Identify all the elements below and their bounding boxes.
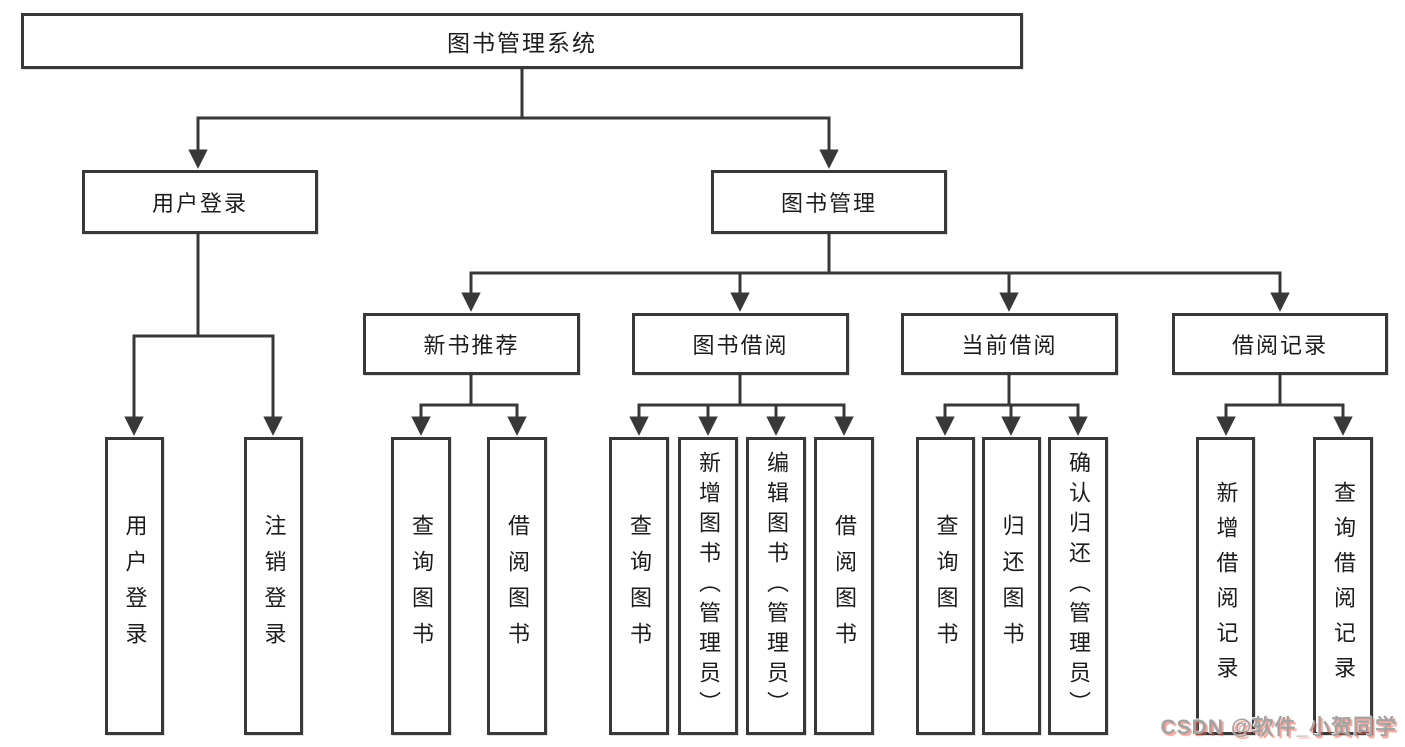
leaf-borrow-query-books-label: 查询图书	[627, 514, 652, 658]
node-current-borrowing-label: 当前借阅	[961, 333, 1058, 358]
node-user-login: 用户登录	[82, 170, 318, 234]
node-borrowing-records: 借阅记录	[1172, 313, 1388, 375]
leaf-records-query-record-label: 查询借阅记录	[1331, 481, 1356, 691]
node-book-management: 图书管理	[711, 170, 947, 234]
node-root-label: 图书管理系统	[447, 30, 597, 56]
leaf-newbook-borrow-books-label: 借阅图书	[505, 514, 530, 658]
leaf-user-login-label: 用户登录	[122, 514, 148, 658]
node-new-book-recommendation-label: 新书推荐	[423, 333, 520, 358]
leaf-borrow-borrow-books-label: 借阅图书	[832, 514, 857, 658]
node-user-login-label: 用户登录	[151, 191, 248, 216]
leaf-user-login: 用户登录	[105, 437, 164, 735]
leaf-borrow-query-books: 查询图书	[609, 437, 669, 735]
node-root: 图书管理系统	[21, 13, 1023, 69]
leaf-current-confirm-return-admin-label: 确认归还（管理员）	[1066, 451, 1091, 721]
leaf-newbook-query-books: 查询图书	[391, 437, 451, 735]
node-new-book-recommendation: 新书推荐	[363, 313, 580, 375]
leaf-records-add-record-label: 新增借阅记录	[1213, 481, 1239, 691]
node-book-borrowing-label: 图书借阅	[692, 333, 789, 358]
node-book-borrowing: 图书借阅	[632, 313, 849, 375]
node-borrowing-records-label: 借阅记录	[1231, 333, 1328, 358]
connector-arrows	[124, 118, 1353, 436]
leaf-current-return-books-label: 归还图书	[999, 514, 1025, 658]
leaf-records-add-record: 新增借阅记录	[1196, 437, 1255, 735]
leaf-current-query-books-label: 查询图书	[933, 514, 959, 658]
node-book-management-label: 图书管理	[780, 191, 877, 216]
leaf-borrow-add-books-admin-label: 新增图书（管理员）	[696, 451, 721, 721]
leaf-borrow-edit-books-admin-label: 编辑图书（管理员）	[764, 451, 789, 721]
node-current-borrowing: 当前借阅	[901, 313, 1118, 375]
csdn-watermark: CSDN @软件_小贺同学	[1160, 716, 1397, 739]
leaf-current-confirm-return-admin: 确认归还（管理员）	[1048, 437, 1108, 735]
leaf-records-query-record: 查询借阅记录	[1313, 437, 1373, 735]
leaf-newbook-borrow-books: 借阅图书	[487, 437, 547, 735]
leaf-logout-label: 注销登录	[261, 514, 287, 658]
leaf-newbook-query-books-label: 查询图书	[409, 514, 434, 658]
leaf-borrow-borrow-books: 借阅图书	[814, 437, 874, 735]
leaf-borrow-add-books-admin: 新增图书（管理员）	[678, 437, 738, 735]
leaf-borrow-edit-books-admin: 编辑图书（管理员）	[746, 437, 806, 735]
leaf-current-return-books: 归还图书	[982, 437, 1041, 735]
leaf-logout: 注销登录	[244, 437, 303, 735]
connector-trunks	[132, 66, 1345, 407]
leaf-current-query-books: 查询图书	[916, 437, 975, 735]
